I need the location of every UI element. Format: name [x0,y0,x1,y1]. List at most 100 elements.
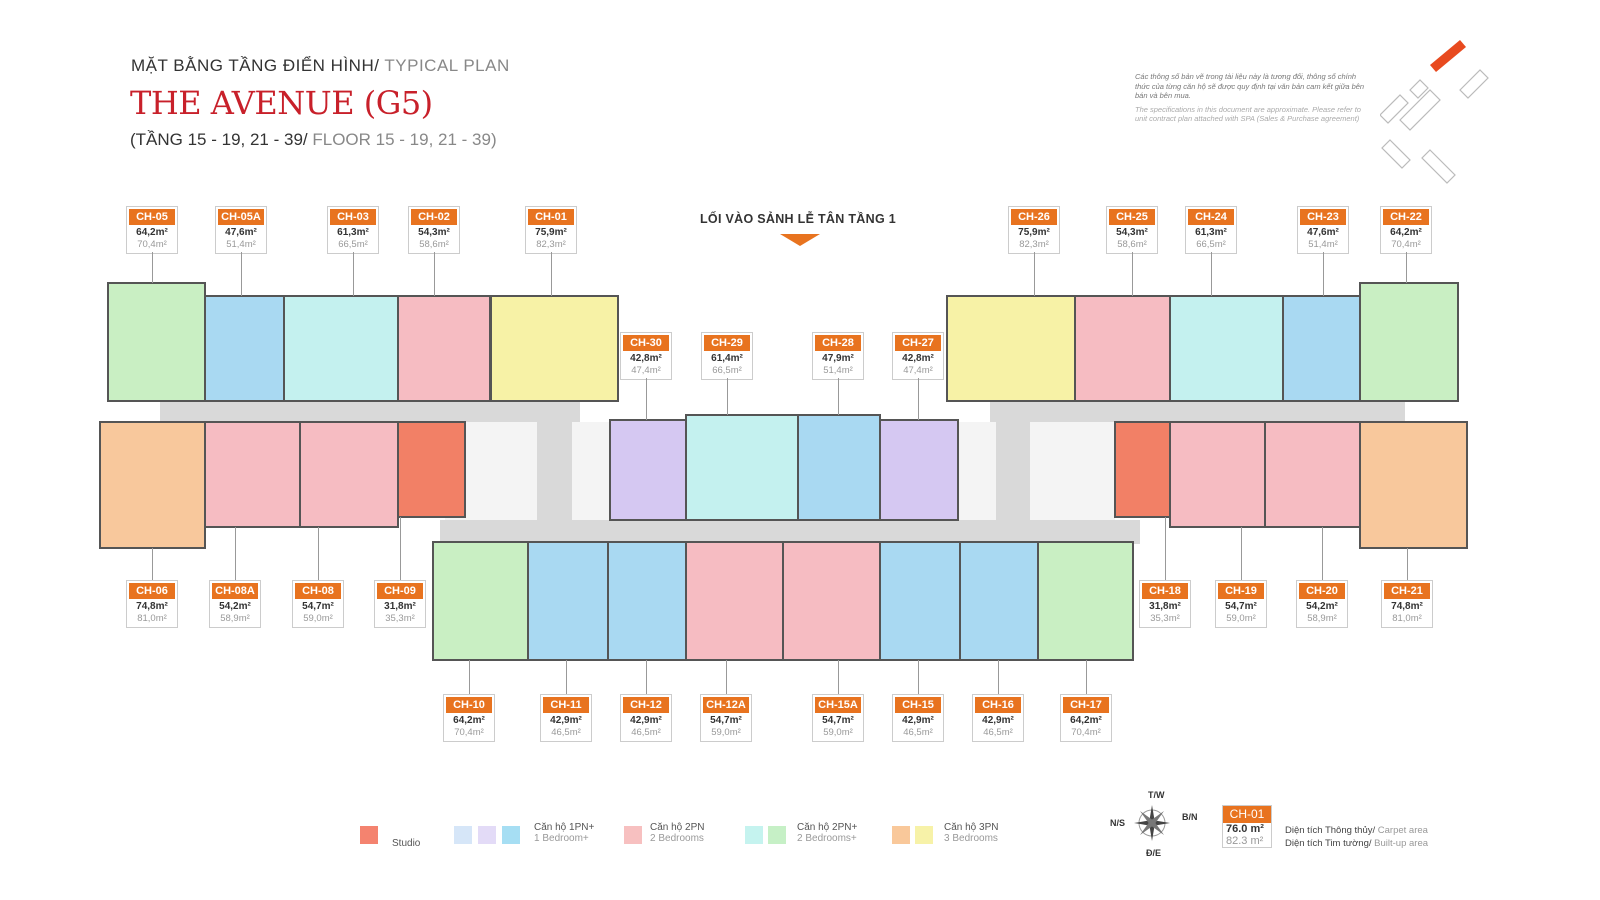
unit-carpet-area: 42,8m² [630,353,662,364]
unit-ch-21 [1359,421,1468,549]
leader-line [1407,548,1408,580]
compass: T/W B/N N/S Đ/E [1110,790,1198,860]
legend-3pn-label: Căn hộ 3PN [944,822,999,833]
leader-line [1086,660,1087,694]
unit-id: CH-20 [1299,583,1345,599]
leader-line [235,527,236,580]
key-carpet-en: Carpet area [1375,825,1428,836]
unit-ch-01 [490,295,619,402]
leader-line [1406,252,1407,283]
unit-id: CH-26 [1011,209,1057,225]
heading-vi: MẶT BẰNG TẦNG ĐIỂN HÌNH/ [131,56,380,75]
unit-builtup-area: 46,5m² [551,727,581,738]
unit-id: CH-06 [129,583,175,599]
unit-builtup-area: 70,4m² [137,239,167,250]
key-carpet-vi: Diện tích Thông thủy/ [1285,825,1376,836]
unit-id: CH-08 [295,583,341,599]
unit-carpet-area: 54,2m² [219,601,251,612]
leader-line [1132,252,1133,296]
corridor [530,402,580,542]
unit-ch-20 [1264,421,1361,528]
unit-carpet-area: 54,7m² [822,715,854,726]
unit-id: CH-27 [895,335,941,351]
unit-id: CH-01 [528,209,574,225]
leader-line [152,252,153,283]
unit-ch-15a [782,541,881,661]
corridor [990,402,1030,542]
unit-ch-10 [432,541,529,661]
legend-swatch-2pnplus-b [768,826,786,844]
leader-line [838,378,839,415]
unit-id: CH-11 [543,697,589,713]
unit-id: CH-24 [1188,209,1234,225]
unit-builtup-area: 59,0m² [711,727,741,738]
heading-en: TYPICAL PLAN [379,56,510,75]
compass-south: Đ/E [1146,848,1162,858]
key-builtup-desc: Diện tích Tim tường/ Built-up area [1285,838,1428,849]
unit-builtup-area: 46,5m² [903,727,933,738]
unit-carpet-area: 54,7m² [1225,601,1257,612]
unit-builtup-area: 35,3m² [385,613,415,624]
unit-carpet-area: 75,9m² [1018,227,1050,238]
legend-swatch-1pn-b [478,826,496,844]
unit-builtup-area: 47,4m² [631,365,661,376]
service-core [1030,422,1115,520]
legend-swatch-3pn-b [915,826,933,844]
unit-builtup-area: 70,4m² [1071,727,1101,738]
unit-builtup-area: 47,4m² [903,365,933,376]
unit-id: CH-05A [218,209,264,225]
unit-builtup-area: 58,9m² [1307,613,1337,624]
legend-2pnplus-label: Căn hộ 2PN+ [797,822,858,833]
leader-line [241,252,242,296]
unit-builtup-area: 59,0m² [823,727,853,738]
leader-line [726,660,727,694]
unit-carpet-area: 31,8m² [1149,601,1181,612]
unit-id: CH-12A [703,697,749,713]
unit-carpet-area: 54,3m² [1116,227,1148,238]
unit-id: CH-05 [129,209,175,225]
unit-carpet-area: 47,9m² [822,353,854,364]
unit-builtup-area: 66,5m² [712,365,742,376]
unit-id: CH-22 [1383,209,1429,225]
unit-ch-30 [609,419,687,521]
key-builtup-en: Built-up area [1371,838,1429,849]
project-title: THE AVENUE (G5) [130,84,433,122]
legend-swatch-1pn-a [454,826,472,844]
unit-id: CH-29 [704,335,750,351]
unit-carpet-area: 61,4m² [711,353,743,364]
unit-builtup-area: 51,4m² [1308,239,1338,250]
unit-carpet-area: 31,8m² [384,601,416,612]
legend-2pn-sub: 2 Bedrooms [650,833,704,844]
legend-1pn-label: Căn hộ 1PN+ [534,822,595,833]
unit-carpet-area: 54,7m² [710,715,742,726]
leader-line [353,252,354,296]
unit-carpet-area: 42,9m² [982,715,1014,726]
unit-carpet-area: 47,6m² [1307,227,1339,238]
unit-builtup-area: 81,0m² [1392,613,1422,624]
unit-builtup-area: 51,4m² [226,239,256,250]
leader-line [1241,527,1242,580]
unit-builtup-area: 46,5m² [631,727,661,738]
leader-line [1323,252,1324,296]
unit-carpet-area: 74,8m² [136,601,168,612]
compass-west: N/S [1110,818,1126,828]
unit-ch-22 [1359,282,1459,402]
unit-ch-23 [1282,295,1361,402]
unit-builtup-area: 66,5m² [1196,239,1226,250]
leader-line [434,252,435,296]
leader-line [1165,517,1166,580]
